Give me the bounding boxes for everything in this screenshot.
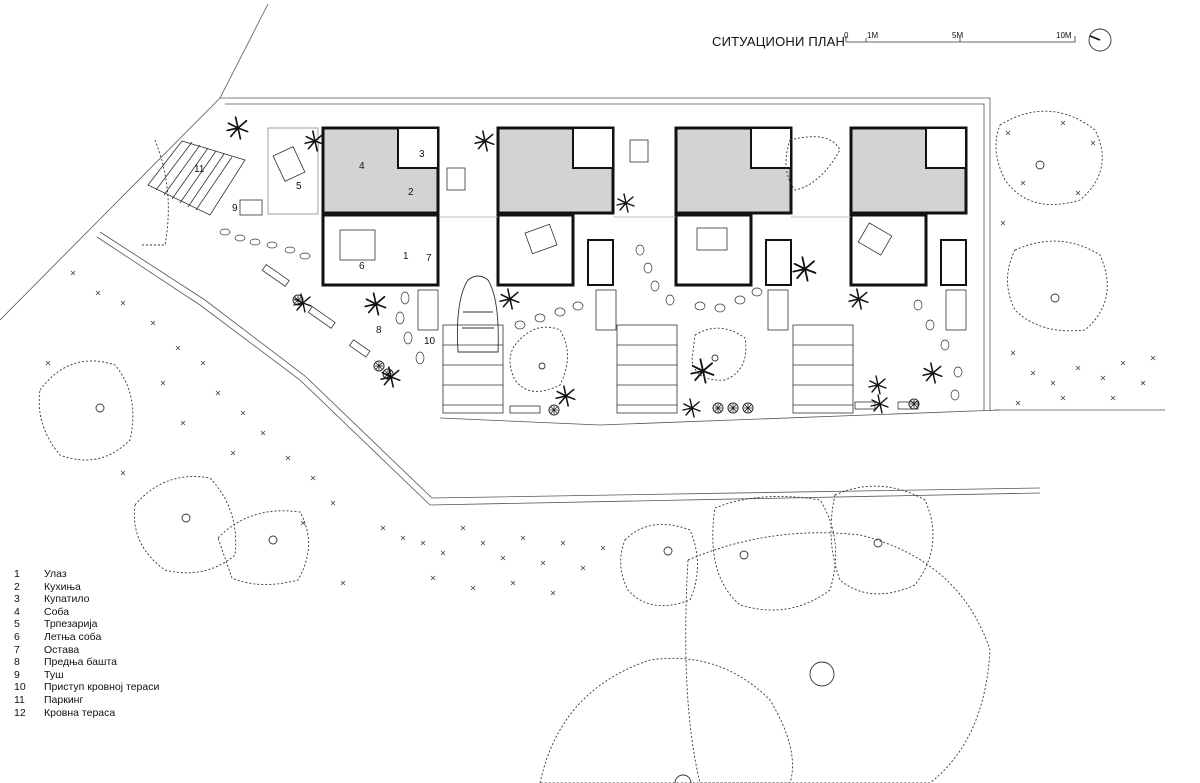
plan-label-10: 10 xyxy=(424,336,436,347)
plan-label-1: 1 xyxy=(403,251,409,262)
scale-label-1m: 1M xyxy=(867,31,879,40)
parking-area xyxy=(147,140,246,216)
tree-trunks xyxy=(95,160,1060,783)
scale-label-10m: 10M xyxy=(1056,31,1072,40)
house-unit-1 xyxy=(239,126,440,331)
planters xyxy=(261,263,919,414)
site-boundary xyxy=(0,3,1165,506)
scale-label-5m: 5M xyxy=(952,31,964,40)
plan-label-7: 7 xyxy=(426,253,432,264)
plan-label-4: 4 xyxy=(359,161,365,172)
plan-label-6: 6 xyxy=(359,261,365,272)
house-units xyxy=(239,126,968,331)
house-unit-3 xyxy=(674,126,793,331)
plan-label-11: 11 xyxy=(194,164,205,175)
plan-label-2: 2 xyxy=(408,187,414,198)
plan-label-5: 5 xyxy=(296,181,302,192)
house-unit-4 xyxy=(849,126,968,331)
scale-label-0: 0 xyxy=(844,31,849,40)
plan-label-9: 9 xyxy=(232,203,238,214)
car-icon xyxy=(457,275,499,353)
house-unit-2 xyxy=(496,126,617,331)
pots xyxy=(292,294,920,416)
plan-title: СИТУАЦИОНИ ПЛАН xyxy=(712,34,846,49)
scale-bar xyxy=(845,36,1076,43)
plan-label-8: 8 xyxy=(376,325,382,336)
plan-label-3: 3 xyxy=(419,149,425,160)
parking-stripes xyxy=(442,324,854,414)
tree-icon xyxy=(38,110,1108,783)
stepping-stones xyxy=(219,228,963,401)
north-arrow-icon xyxy=(1088,28,1112,52)
